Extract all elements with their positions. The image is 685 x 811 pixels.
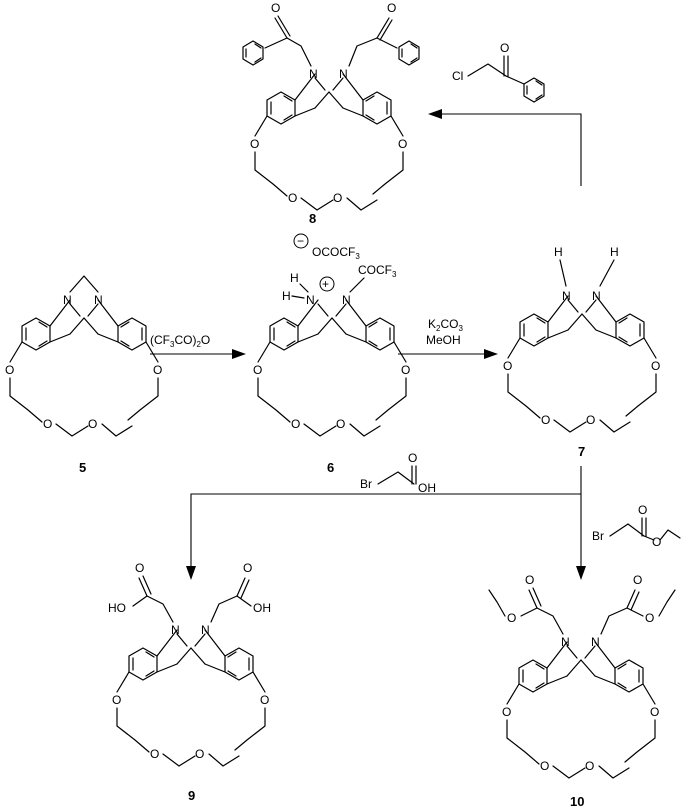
atom-o: O [586, 413, 595, 427]
atom-o: O [150, 747, 159, 761]
atom-n: N [63, 293, 72, 307]
atom-n: N [592, 289, 601, 303]
trifluoroacetate-anion: − OCOCF3 [293, 233, 360, 261]
atom-o: O [135, 561, 144, 575]
atom-n: N [306, 293, 315, 307]
atom-n: N [309, 67, 318, 81]
atom-o: O [243, 561, 252, 575]
atom-o: O [645, 611, 654, 625]
atom-n: N [591, 635, 600, 649]
atom-h: H [610, 245, 619, 259]
svg-text:−: − [297, 234, 304, 248]
compound-label-10: 10 [570, 794, 584, 809]
compound-label-7: 7 [578, 444, 585, 459]
atom-n: N [562, 289, 571, 303]
atom-h: H [282, 289, 291, 303]
atom-o: O [333, 191, 342, 205]
atom-n: N [561, 635, 570, 649]
atom-o: O [88, 417, 97, 431]
atom-o: O [288, 191, 297, 205]
atom-o: O [500, 41, 509, 55]
hydroxyl: HO [108, 601, 126, 615]
atom-cl: Cl [452, 69, 463, 83]
compound-5-structure: N N O O O O [5, 275, 162, 437]
atom-o: O [651, 359, 660, 373]
atom-o: O [5, 363, 14, 377]
reagent-tfaa: (CF3CO)2O [150, 333, 210, 349]
atom-o: O [502, 705, 511, 719]
atom-h: H [290, 271, 299, 285]
reagent-bromoacetic-acid: Br O OH [360, 451, 436, 495]
arrow-5-to-6 [150, 349, 246, 359]
reagent-ethyl-bromoacetate: Br O O [592, 503, 681, 549]
compound-10-structure: N N O O O O O O O O [488, 573, 676, 779]
atom-o: O [195, 747, 204, 761]
atom-o: O [112, 693, 121, 707]
atom-o: O [271, 1, 280, 15]
atom-n: N [342, 293, 351, 307]
svg-text:O: O [638, 503, 647, 517]
atom-n: N [94, 293, 103, 307]
compound-label-9: 9 [188, 788, 195, 803]
compound-label-5: 5 [79, 460, 86, 475]
atom-o: O [398, 137, 407, 151]
atom-o: O [503, 359, 512, 373]
atom-o: O [387, 1, 396, 15]
arrow-7-to-8 [428, 109, 582, 186]
atom-o: O [540, 759, 549, 773]
atom-o: O [291, 417, 300, 431]
svg-text:OH: OH [418, 481, 436, 495]
compound-6-structure: N N O O O O H H + COCF3 [253, 263, 410, 437]
compound-7-structure: N N O O O O H H [503, 245, 660, 433]
trifluoroacetyl-group: COCF3 [358, 263, 397, 279]
compound-label-8: 8 [309, 211, 316, 226]
atom-n: N [171, 623, 180, 637]
svg-text:O: O [652, 535, 661, 549]
atom-o: O [541, 413, 550, 427]
atom-h: H [554, 245, 563, 259]
reagent-k2co3: K2CO3 [428, 317, 463, 333]
atom-o: O [633, 573, 642, 587]
atom-o: O [260, 693, 269, 707]
atom-o: O [43, 417, 52, 431]
reagent-chloroacetophenone: Cl O [452, 41, 545, 103]
atom-o: O [401, 363, 410, 377]
compound-8-structure: N N O O O O O O [242, 1, 420, 211]
reagent-meoh: MeOH [426, 333, 461, 347]
arrow-7-to-10 [576, 494, 586, 580]
hydroxyl: OH [253, 601, 271, 615]
svg-text:O: O [408, 451, 417, 465]
atom-o: O [336, 417, 345, 431]
arrow-7-to-9 [186, 466, 582, 580]
atom-o: O [507, 611, 516, 625]
svg-text:Br: Br [592, 529, 604, 543]
compound-9-structure: N N O O O O O O HO OH [108, 561, 271, 767]
atom-n: N [201, 623, 210, 637]
atom-o: O [253, 363, 262, 377]
atom-o: O [650, 705, 659, 719]
atom-o: O [525, 573, 534, 587]
atom-o: O [250, 137, 259, 151]
arrow-6-to-7 [398, 349, 498, 359]
atom-o: O [585, 759, 594, 773]
charge-plus: + [322, 277, 329, 291]
svg-text:OCOCF3: OCOCF3 [312, 245, 360, 261]
atom-n: N [339, 67, 348, 81]
atom-o: O [153, 363, 162, 377]
svg-text:Br: Br [360, 477, 372, 491]
compound-label-6: 6 [327, 460, 334, 475]
